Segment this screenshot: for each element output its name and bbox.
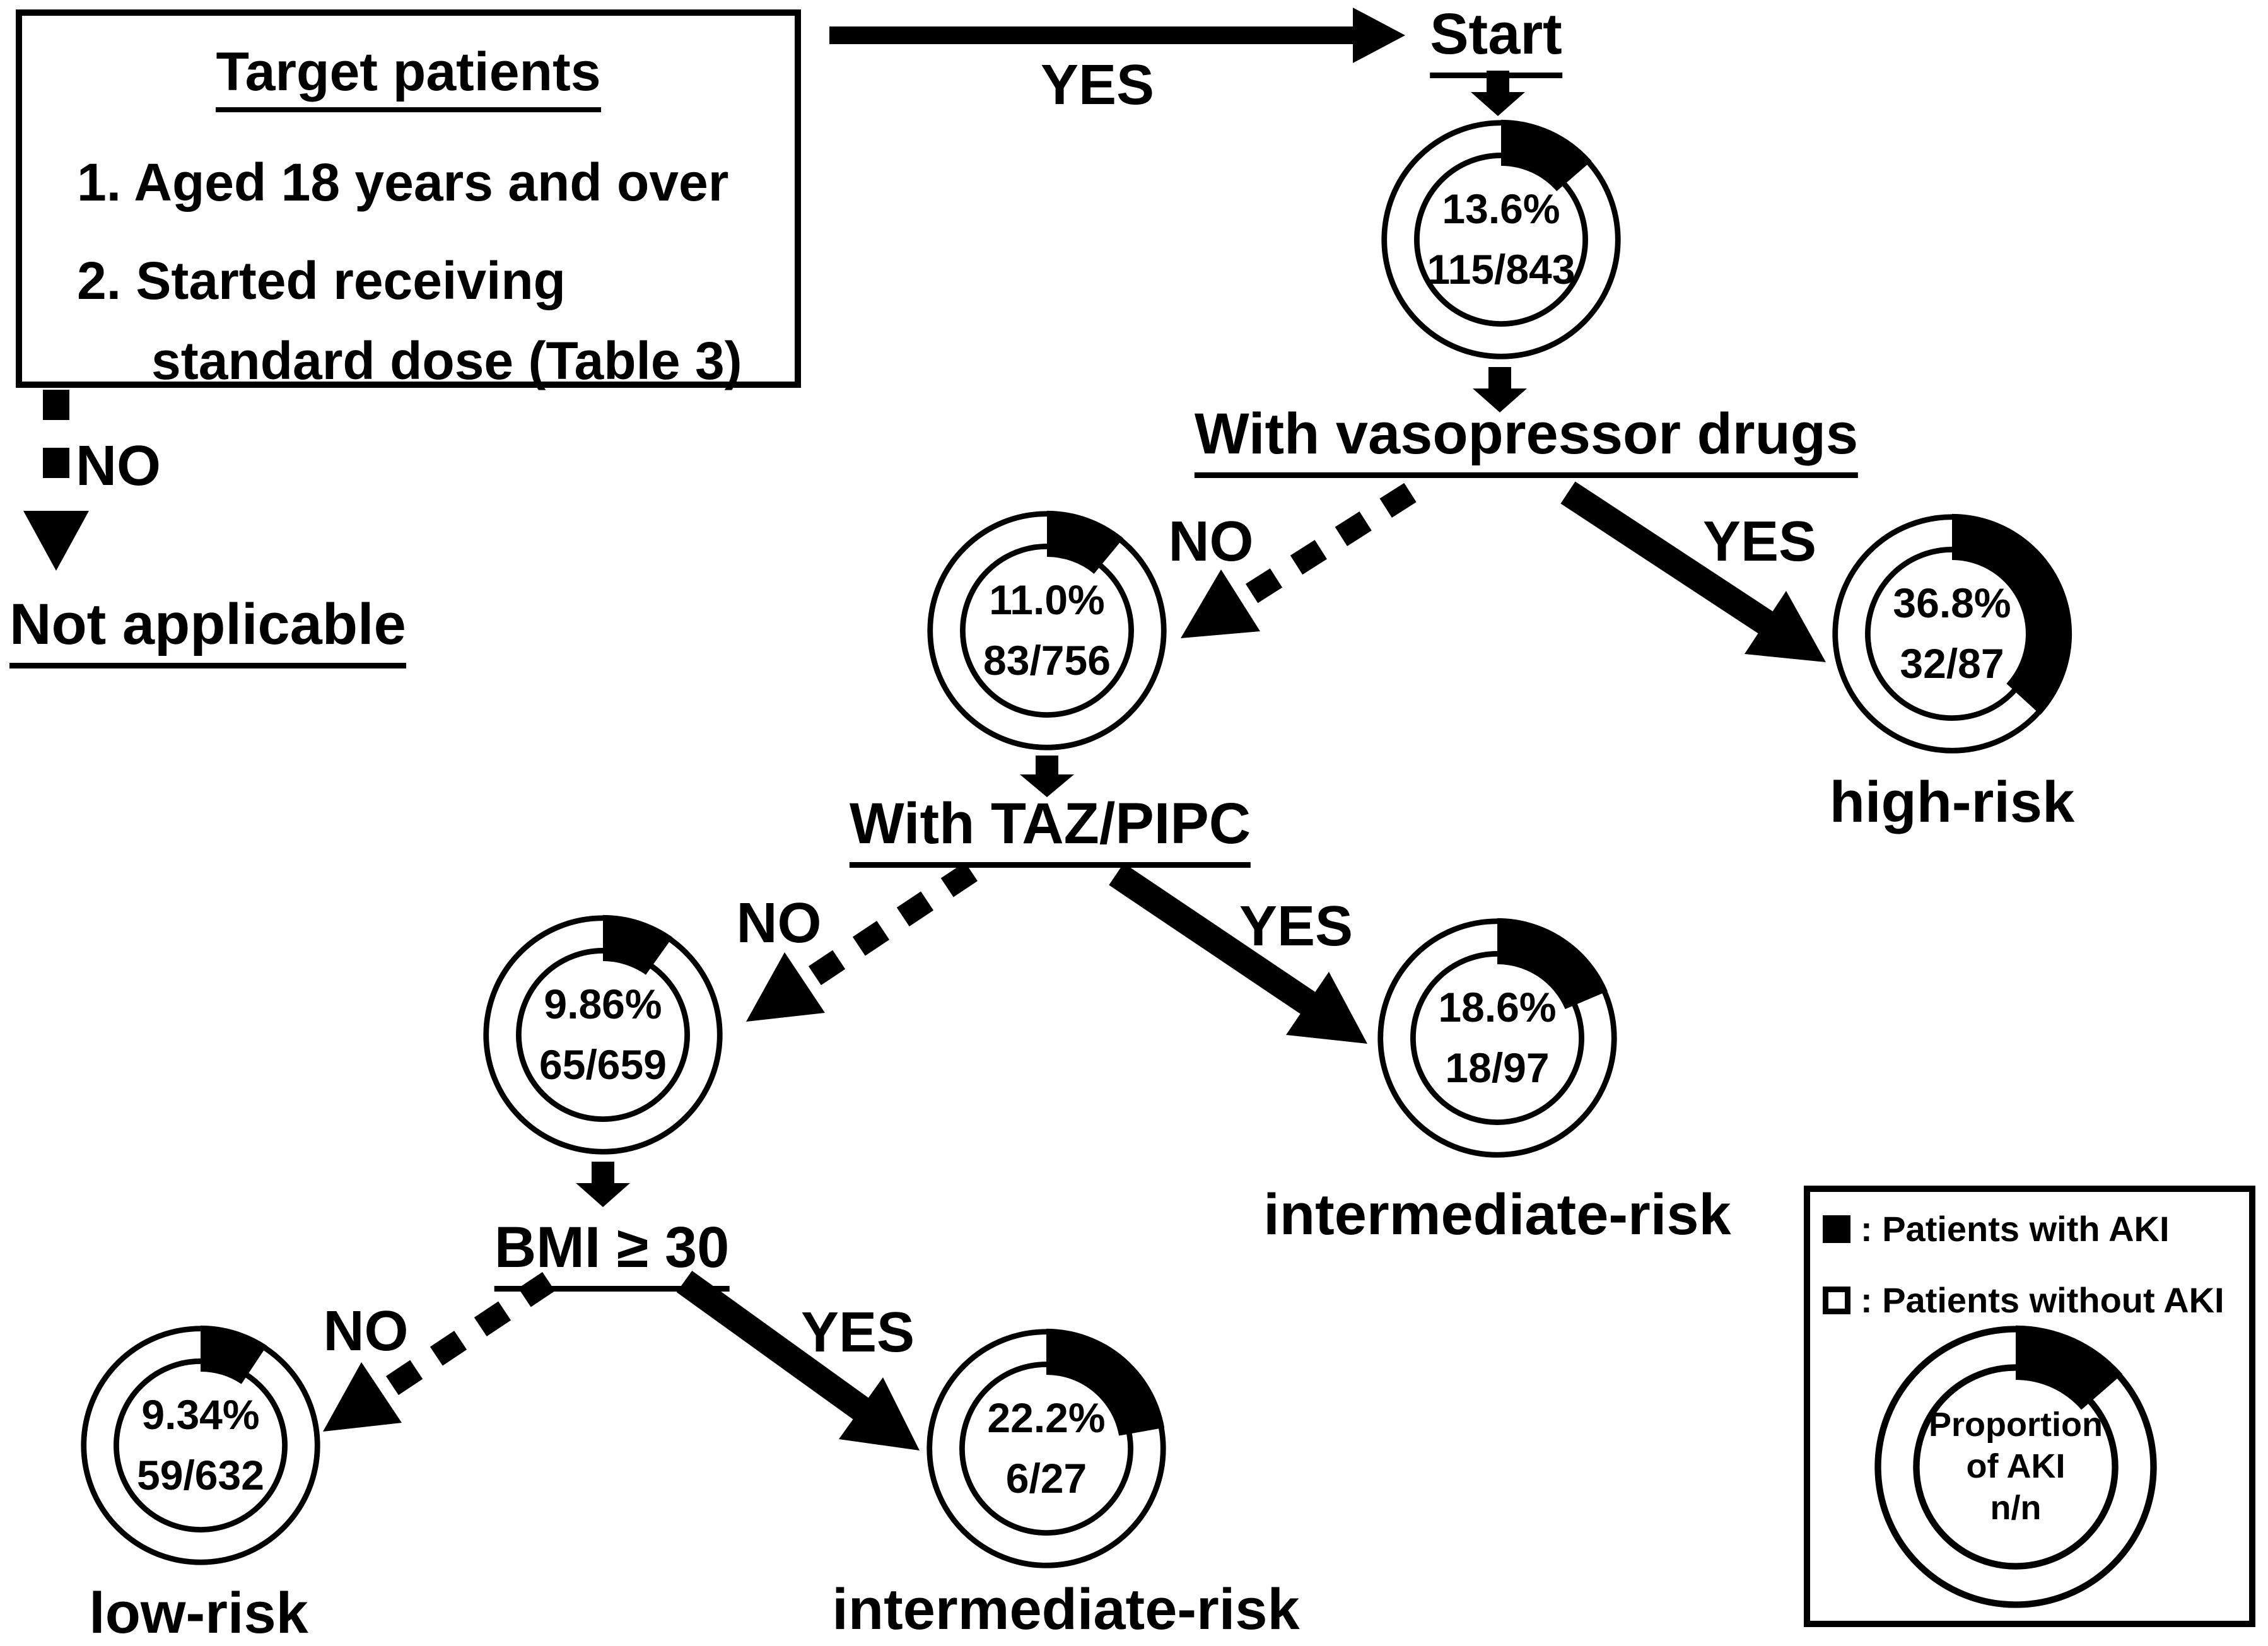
dashed-arrowhead-vasopressor-no [1181, 569, 1260, 638]
donut-percent: 18.6% [1438, 984, 1557, 1031]
legend-sample-line: n/n [1990, 1488, 2042, 1527]
donut-values: 18.6% 18/97 [1404, 945, 1591, 1131]
target-patients-items: 1. Aged 18 years and over 2. Started rec… [22, 143, 795, 402]
legend-label-with-aki: : Patients with AKI [1861, 1209, 2170, 1249]
target-patients-item: 2. Started receiving standard dose (Tabl… [77, 250, 742, 391]
risk-label-intermediate-bmi: intermediate-risk [832, 1577, 1300, 1642]
donut-intermediate-risk-bmi: 22.2% 6/27 [923, 1326, 1169, 1572]
arrow-down-taz [1020, 756, 1074, 797]
target-patients-title: Target patients [216, 41, 601, 112]
arrowhead-vasopressor-yes [1745, 591, 1826, 662]
edge-label-bmi-yes: YES [800, 1301, 915, 1364]
decision-bmi: BMI ≥ 30 [494, 1215, 730, 1292]
donut-values: 36.8% 32/87 [1859, 540, 2045, 727]
donut-ring [78, 1322, 324, 1568]
legend-sample-line: of AKI [1966, 1447, 2066, 1486]
legend-sample-text: Proportion of AKI n/n [1905, 1357, 2126, 1577]
donut-percent: 36.8% [1893, 580, 2011, 627]
legend-row-without-aki: : Patients without AKI [1823, 1280, 2249, 1321]
arrow-start-down [1471, 71, 1525, 116]
donut-ring [1871, 1322, 2161, 1612]
donut-count: 115/843 [1427, 245, 1575, 293]
start-label: Start [1430, 1, 1562, 78]
edge-label-no-left: NO [76, 435, 161, 498]
dashed-arrow-vasopressor-no [1227, 482, 1417, 616]
donut-ring [924, 508, 1170, 754]
legend-box: : Patients with AKI : Patients without A… [1804, 1186, 2255, 1627]
donut-values: 9.34% 59/632 [107, 1352, 294, 1539]
open-square-icon [1823, 1286, 1850, 1314]
donut-values: 22.2% 6/27 [953, 1355, 1140, 1542]
donut-count: 65/659 [539, 1041, 667, 1088]
target-patients-item: 1. Aged 18 years and over [77, 153, 729, 212]
donut-count: 18/97 [1445, 1044, 1550, 1091]
donut-start: 13.6% 115/843 [1378, 117, 1624, 363]
donut-ring [1378, 117, 1624, 363]
arrow-taz-yes [1109, 863, 1323, 1019]
donut-values: 11.0% 83/756 [954, 537, 1140, 724]
donut-count: 83/756 [983, 636, 1111, 684]
risk-label-intermediate-taz: intermediate-risk [1263, 1182, 1731, 1247]
edge-label-bmi-no: NO [323, 1300, 409, 1363]
arrowhead-taz-yes [1286, 972, 1367, 1044]
donut-ring [1829, 511, 2075, 757]
donut-percent: 9.86% [544, 981, 662, 1028]
target-patients-box: Target patients 1. Aged 18 years and ove… [16, 9, 801, 390]
donut-percent: 11.0% [989, 576, 1105, 624]
donut-count: 59/632 [137, 1451, 264, 1498]
edge-label-vasopressor-no: NO [1168, 510, 1254, 573]
legend-row-with-aki: : Patients with AKI [1823, 1208, 2249, 1249]
arrow-bmi-yes [676, 1270, 877, 1426]
arrow-yes-to-start [829, 8, 1405, 63]
risk-label-high: high-risk [1829, 770, 2075, 834]
dashed-arrow-taz-no [792, 862, 978, 996]
dashed-arrowhead-not-applicable [23, 511, 89, 571]
legend-sample-line: Proportion [1929, 1406, 2103, 1444]
donut-percent: 13.6% [1442, 185, 1560, 233]
donut-intermediate-risk-taz: 18.6% 18/97 [1374, 915, 1620, 1161]
arrow-vasopressor-yes [1560, 481, 1780, 638]
donut-ring [923, 1326, 1169, 1572]
donut-count: 32/87 [1900, 639, 2004, 687]
filled-square-icon [1823, 1215, 1850, 1243]
dashed-arrow-bmi-no [369, 1272, 555, 1406]
edge-label-taz-yes: YES [1239, 895, 1353, 958]
edge-label-taz-no: NO [736, 892, 822, 955]
donut-vasopressor-no: 11.0% 83/756 [924, 508, 1170, 754]
donut-high-risk: 36.8% 32/87 [1829, 511, 2075, 757]
not-applicable-label: Not applicable [9, 592, 406, 668]
decision-taz-pipc: With TAZ/PIPC [849, 791, 1251, 868]
arrowhead-bmi-yes [839, 1377, 920, 1450]
arrow-down-vasopressor [1473, 367, 1527, 412]
donut-values: 9.86% 65/659 [510, 942, 696, 1128]
legend-label-without-aki: : Patients without AKI [1861, 1280, 2224, 1320]
edge-label-vasopressor-yes: YES [1702, 510, 1817, 573]
donut-values: 13.6% 115/843 [1408, 146, 1594, 333]
donut-ring [480, 912, 726, 1158]
dashed-arrowhead-bmi-no [323, 1362, 402, 1432]
edge-label-yes-top: YES [1040, 54, 1155, 117]
legend-sample-donut: Proportion of AKI n/n [1871, 1322, 2161, 1612]
donut-taz-no: 9.86% 65/659 [480, 912, 726, 1158]
donut-low-risk: 9.34% 59/632 [78, 1322, 324, 1568]
donut-percent: 22.2% [987, 1394, 1106, 1442]
donut-count: 6/27 [1005, 1454, 1087, 1502]
risk-label-low: low-risk [89, 1581, 308, 1645]
decision-vasopressor: With vasopressor drugs [1194, 401, 1859, 478]
donut-ring [1374, 915, 1620, 1161]
arrow-down-bmi [576, 1162, 630, 1207]
dashed-arrowhead-taz-no [746, 952, 825, 1022]
donut-percent: 9.34% [141, 1391, 260, 1439]
